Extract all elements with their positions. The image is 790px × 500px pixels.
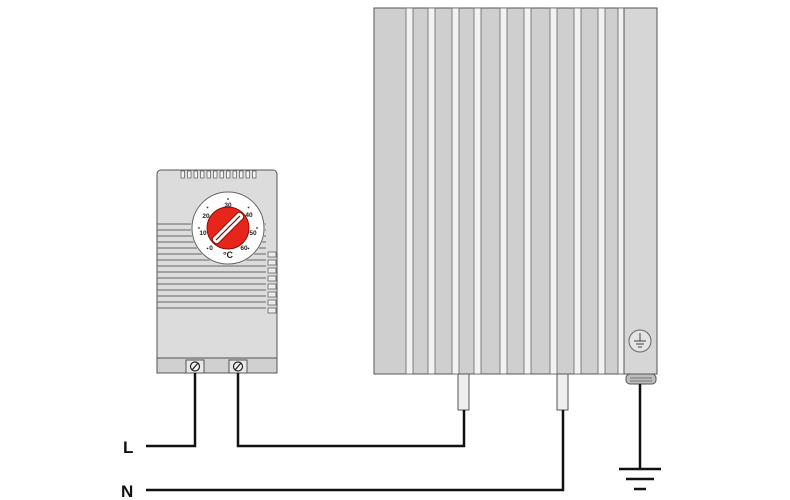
vent-slot bbox=[193, 170, 198, 179]
vent-slot bbox=[245, 170, 250, 179]
clip-tab bbox=[267, 283, 277, 290]
clip-tab bbox=[267, 275, 277, 282]
vent-slot bbox=[187, 170, 192, 179]
dial-scale-10: 10 bbox=[199, 230, 207, 237]
wire-neutral bbox=[146, 410, 565, 492]
heater-fin bbox=[405, 7, 414, 375]
temperature-dial[interactable]: 0 10 20 30 40 50 60 °C bbox=[191, 191, 265, 265]
heater-lead-sleeve-neutral bbox=[556, 373, 569, 411]
heater-fin bbox=[549, 7, 558, 375]
clip-tab bbox=[267, 259, 277, 266]
vent-slot bbox=[252, 170, 257, 179]
heater-fin bbox=[523, 7, 532, 375]
vent-slot bbox=[226, 170, 231, 179]
top-vents bbox=[180, 170, 257, 179]
vent-slot bbox=[180, 170, 185, 179]
cable-gland bbox=[625, 373, 657, 385]
dial-tick bbox=[198, 227, 200, 229]
dial-tick bbox=[206, 247, 209, 250]
wire-thermostat-to-heater bbox=[236, 373, 466, 448]
dial-scale-60: 60 bbox=[240, 245, 248, 252]
heater-fin bbox=[427, 7, 436, 375]
dial-scale-40: 40 bbox=[245, 212, 253, 219]
vent-slot bbox=[200, 170, 205, 179]
heater-lead-sleeve-live bbox=[457, 373, 470, 411]
clip-tab bbox=[267, 307, 277, 314]
terminal-screw-icon bbox=[232, 361, 244, 372]
heater-fin bbox=[473, 7, 482, 375]
dial-scale-0: 0 bbox=[209, 245, 213, 252]
heater-fins bbox=[405, 7, 626, 375]
dial-pointer bbox=[211, 211, 245, 245]
dial-tick bbox=[256, 227, 258, 229]
heater-side-panel bbox=[623, 7, 658, 375]
terminal-right bbox=[228, 359, 248, 374]
vent-slot bbox=[232, 170, 237, 179]
clip-tab bbox=[267, 299, 277, 306]
dial-tick-marks bbox=[198, 198, 258, 250]
terminal-left bbox=[185, 359, 205, 374]
thermostat: 0 10 20 30 40 50 60 °C bbox=[156, 169, 278, 374]
dial-tick bbox=[227, 198, 229, 200]
dial-scale-20: 20 bbox=[202, 213, 210, 220]
heater bbox=[373, 7, 658, 411]
right-tabs bbox=[267, 251, 277, 314]
vent-slot bbox=[239, 170, 244, 179]
heater-fin bbox=[451, 7, 460, 375]
protective-earth-icon bbox=[628, 329, 652, 353]
vent-slot bbox=[219, 170, 224, 179]
wire-live-supply bbox=[146, 373, 197, 448]
dial-scale-30: 30 bbox=[224, 202, 232, 209]
dial-tick bbox=[206, 206, 209, 209]
terminal-block bbox=[156, 357, 278, 374]
dial-tick bbox=[247, 206, 250, 209]
terminal-screw-icon bbox=[189, 361, 201, 372]
ground-icon bbox=[619, 467, 661, 491]
dial-tick bbox=[247, 247, 250, 250]
clip-tab bbox=[267, 251, 277, 258]
vent-slot bbox=[206, 170, 211, 179]
vent-slot bbox=[213, 170, 218, 179]
heater-fin bbox=[573, 7, 582, 375]
dial-scale-50: 50 bbox=[249, 230, 257, 237]
clip-tab bbox=[267, 291, 277, 298]
heater-fin bbox=[499, 7, 508, 375]
dial-unit: °C bbox=[223, 250, 234, 260]
label-neutral: N bbox=[121, 482, 133, 500]
label-live: L bbox=[123, 438, 133, 457]
heater-fin bbox=[597, 7, 606, 375]
clip-tab bbox=[267, 267, 277, 274]
wiring bbox=[146, 373, 642, 492]
